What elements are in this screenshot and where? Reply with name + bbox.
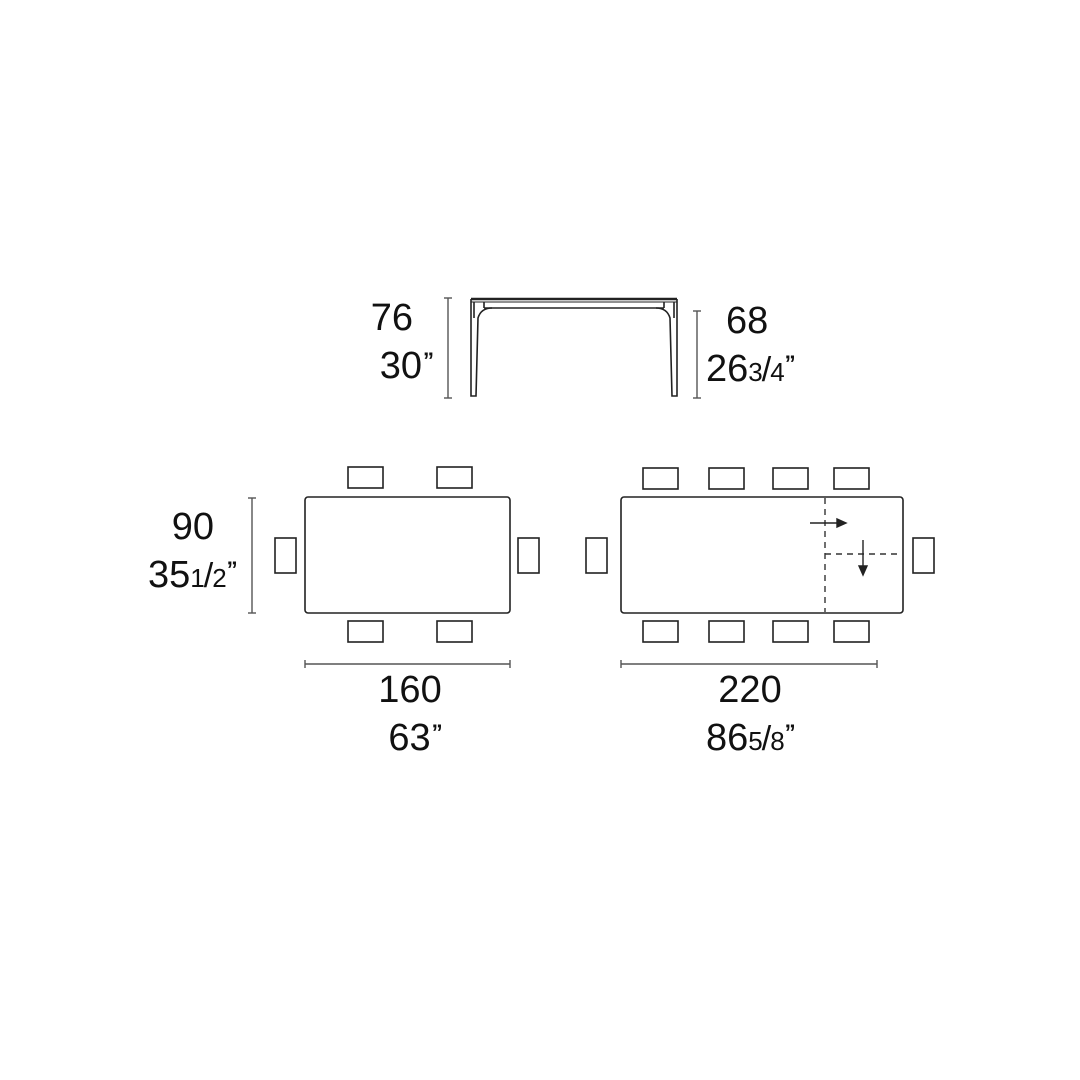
frac-num: 5: [748, 726, 763, 756]
arrow-right-icon: [810, 517, 848, 529]
plan-closed: [274, 466, 540, 643]
chair: [347, 466, 384, 489]
chair: [772, 467, 809, 490]
arrow-down-icon: [857, 540, 869, 577]
depth-inch-label: 351/2”: [148, 554, 238, 596]
inch-mark: ”: [784, 720, 796, 745]
frac-num: 1: [190, 563, 205, 593]
frac-den: 2: [212, 563, 227, 593]
frac-num: 3: [748, 357, 763, 387]
inch-mark: ”: [423, 348, 434, 373]
frac-den: 4: [770, 357, 785, 387]
length-extended-inch-label: 865/8”: [706, 717, 796, 759]
tabletop-closed: [304, 496, 511, 614]
inch-mark: ”: [784, 351, 796, 376]
height-inch-value: 30: [379, 345, 422, 387]
inch-mark: ”: [226, 557, 238, 582]
plan-extended: [585, 467, 935, 643]
clearance-inch-whole: 26: [706, 348, 749, 390]
length-extended-inch-whole: 86: [706, 717, 749, 759]
length-extended-cm-label: 220: [718, 669, 782, 711]
chair: [436, 466, 473, 489]
chair: [833, 467, 870, 490]
clearance-dimension-line: [693, 310, 701, 399]
height-cm-label: 76: [370, 297, 413, 339]
height-dimension-line: [444, 297, 452, 399]
chair: [436, 620, 473, 643]
length-closed-inch-label: 63”: [355, 719, 475, 757]
frac-den: 8: [770, 726, 785, 756]
chair: [642, 620, 679, 643]
chair: [833, 620, 870, 643]
depth-dimension-line: [248, 497, 256, 614]
depth-cm-label: 90: [171, 506, 214, 548]
chair: [642, 467, 679, 490]
chair: [517, 537, 540, 574]
length-closed-cm-label: 160: [378, 669, 442, 711]
table-elevation: [470, 297, 678, 397]
inch-mark: ”: [431, 720, 443, 745]
chair: [772, 620, 809, 643]
length-extended-dimension-line: [620, 660, 878, 668]
clearance-cm-label: 68: [726, 300, 769, 342]
tabletop-extended: [620, 496, 904, 614]
length-closed-dimension-line: [304, 660, 511, 668]
chair: [347, 620, 384, 643]
chair: [708, 620, 745, 643]
chair: [708, 467, 745, 490]
chair: [274, 537, 297, 574]
length-closed-inch-value: 63: [388, 717, 431, 759]
chair: [585, 537, 608, 574]
chair: [912, 537, 935, 574]
depth-inch-whole: 35: [148, 554, 191, 596]
height-inch-label: 30”: [330, 345, 434, 387]
clearance-inch-label: 263/4”: [706, 348, 796, 390]
